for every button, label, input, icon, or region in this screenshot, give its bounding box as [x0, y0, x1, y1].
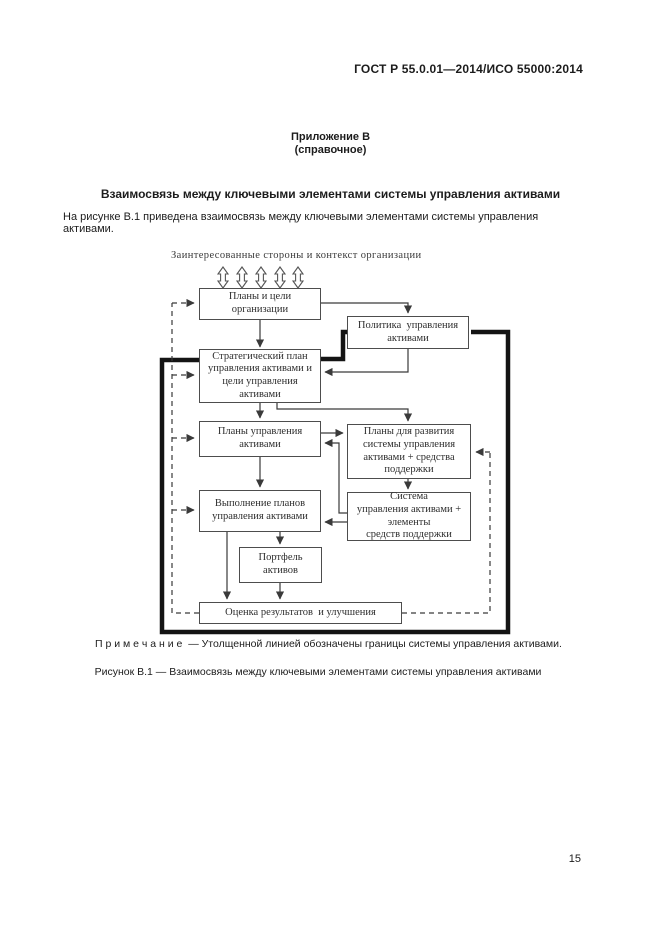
box-organizational-plans: Планы и цели организации [199, 288, 321, 320]
feedback-dashed-lines [171, 298, 491, 614]
box-am-plans: Планы управления активами [199, 421, 321, 457]
annex-type: (справочное) [294, 144, 367, 156]
box-ams-development-plans: Планы для развития системы управления ак… [347, 424, 471, 479]
document-header: ГОСТ Р 55.0.01—2014/ИСО 55000:2014 [354, 62, 583, 76]
context-label: Заинтересованные стороны и контекст орга… [171, 250, 422, 261]
box-plan-implementation: Выполнение планов управления активами [199, 490, 321, 532]
box-ams-plus-elements: Система управления активами + элементы с… [347, 491, 471, 541]
box-asset-portfolio: Портфель активов [239, 547, 322, 583]
note-text: П р и м е ч а н и е — Утолщенной линией … [95, 638, 562, 650]
figure-b1-diagram: Заинтересованные стороны и контекст орга… [0, 248, 661, 640]
page-number: 15 [568, 853, 581, 865]
figure-caption: Рисунок В.1 — Взаимосвязь между ключевым… [94, 666, 542, 678]
section-title: Взаимосвязь между ключевыми элементами с… [100, 187, 561, 201]
box-strategic-am-plan: Стратегический план управления активами … [199, 349, 321, 403]
intro-paragraph: На рисунке В.1 приведена взаимосвязь меж… [63, 211, 539, 235]
annex-heading: Приложение В (справочное) [0, 131, 661, 157]
diagram-canvas [159, 266, 511, 635]
solid-connectors [222, 302, 413, 600]
annex-label: Приложение В [290, 131, 371, 143]
box-evaluation-improvement: Оценка результатов и улучшения [199, 602, 402, 624]
ams-boundary-thick-line [159, 329, 511, 635]
double-arrow-icon [216, 266, 305, 289]
box-am-policy: Политика управления активами [347, 316, 469, 349]
